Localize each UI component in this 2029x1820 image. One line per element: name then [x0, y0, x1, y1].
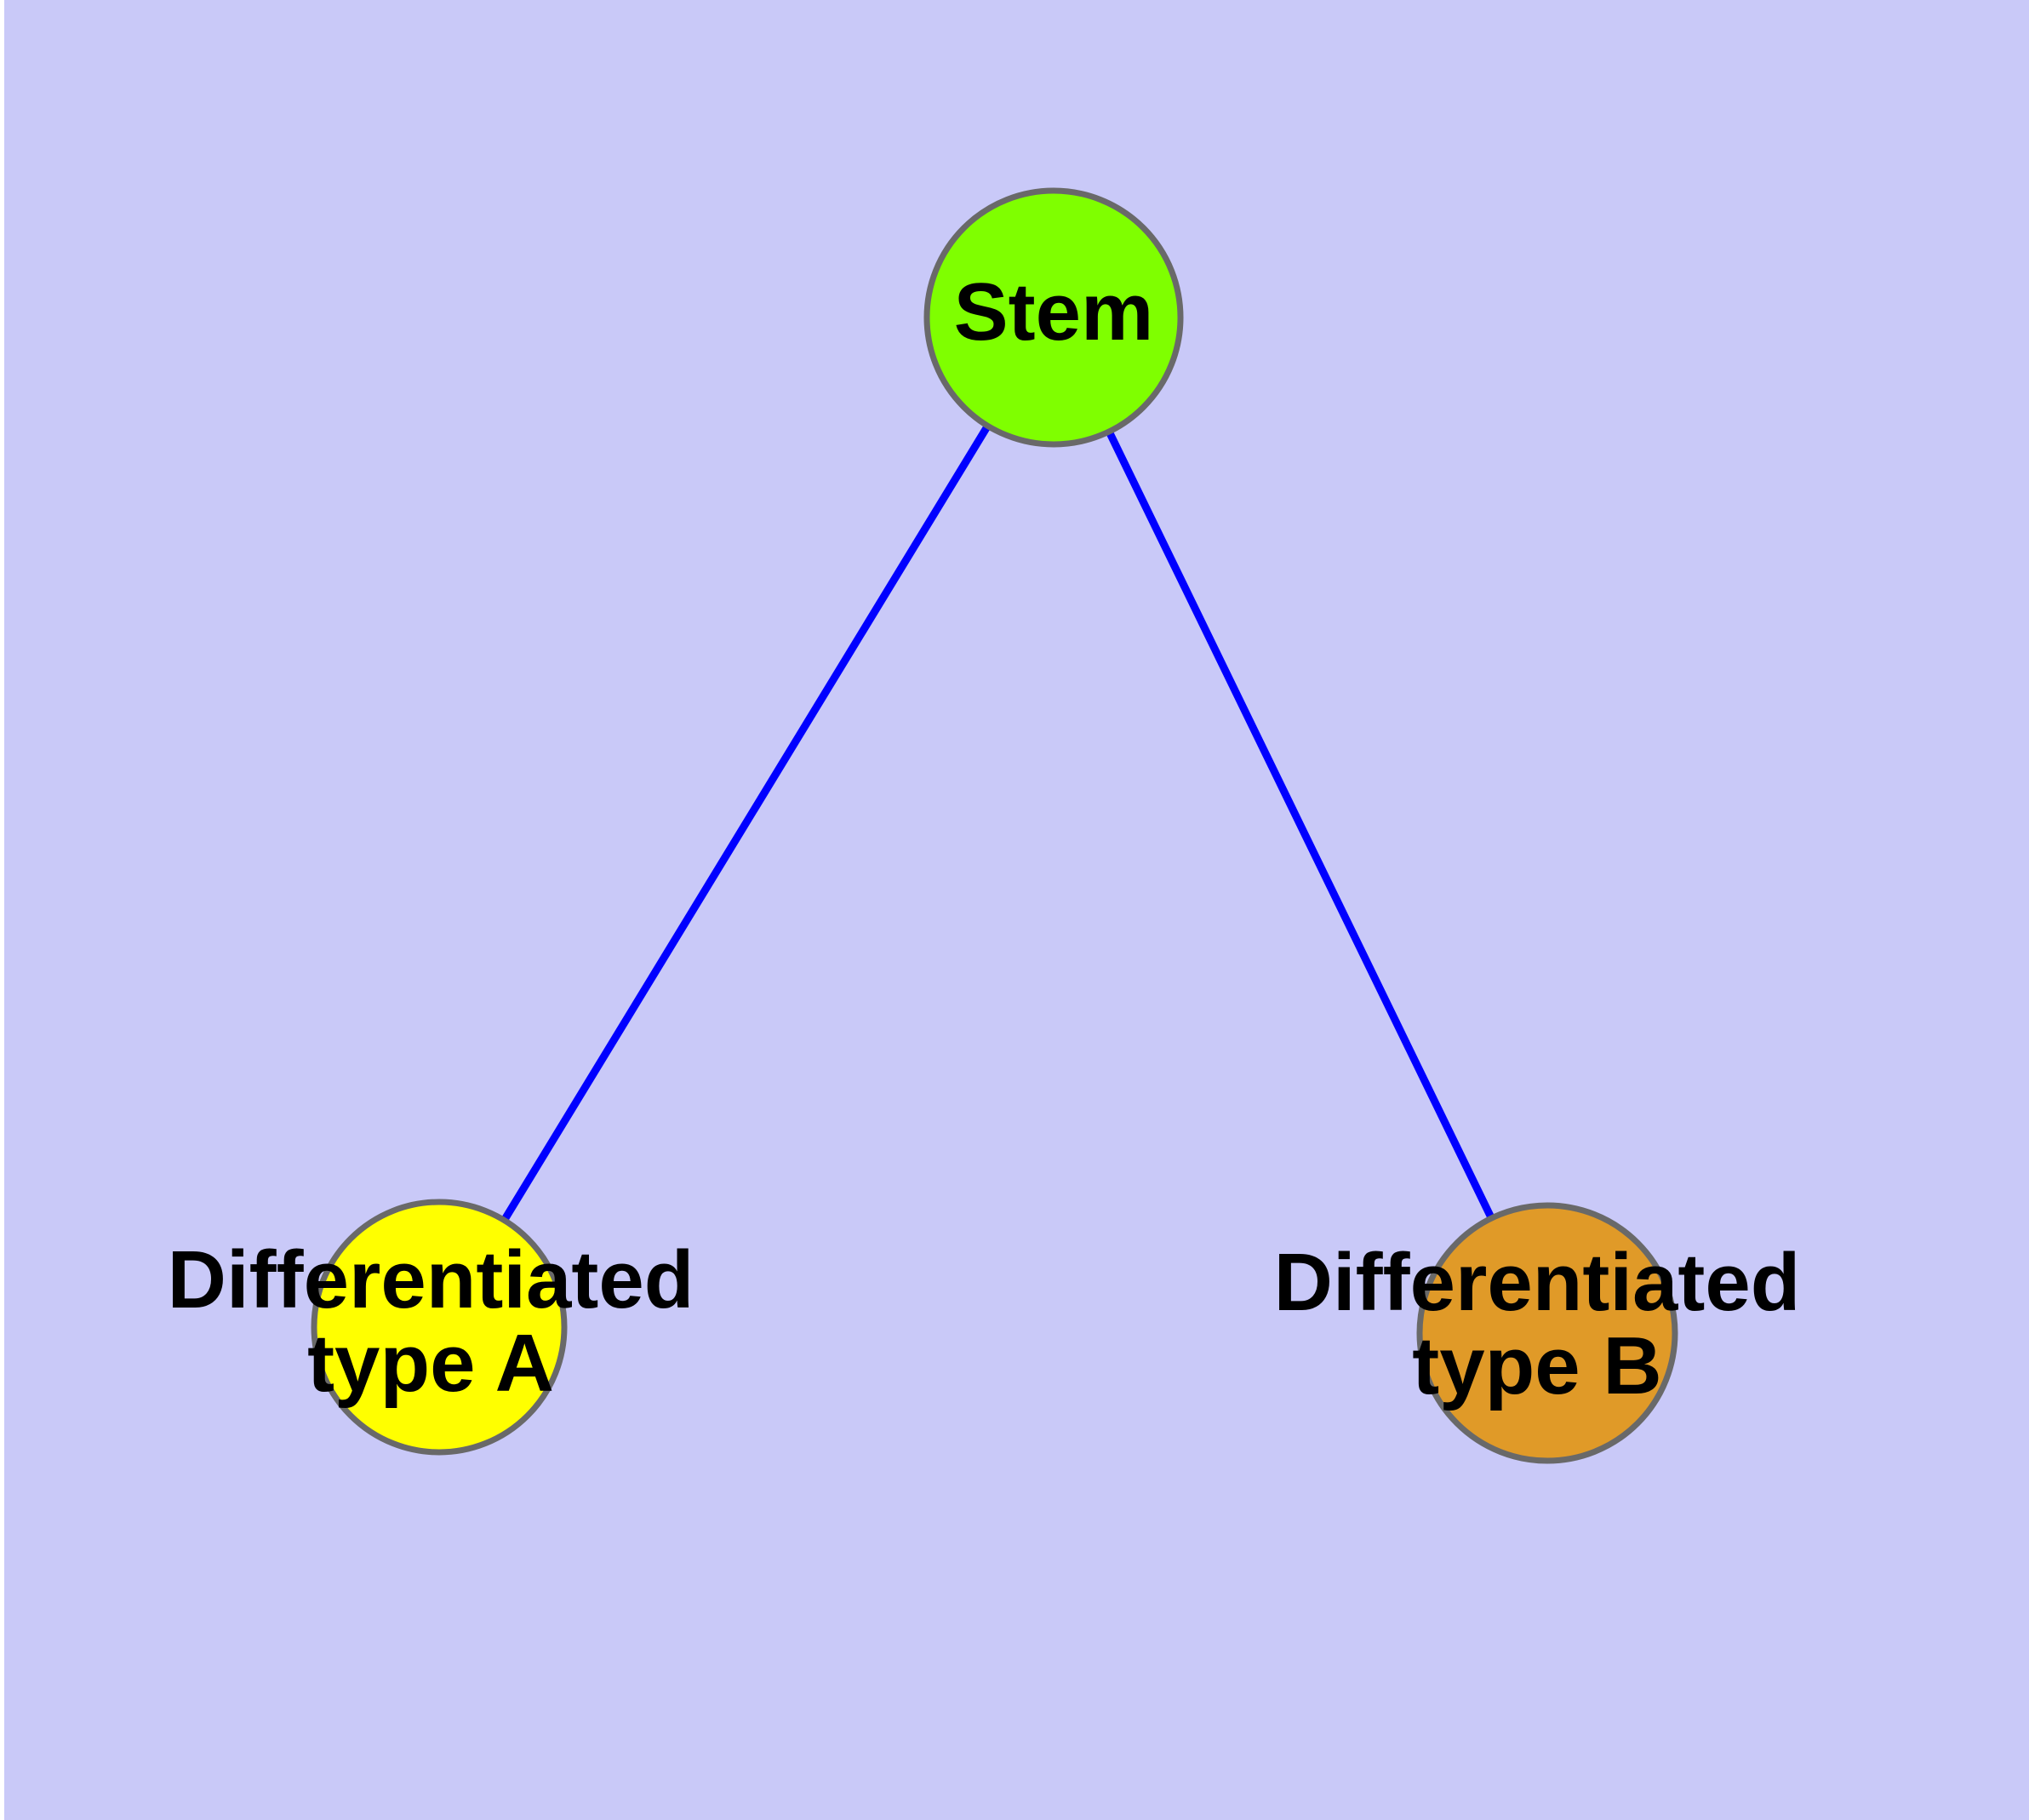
- edge-stem-to-differentiated-type-b[interactable]: [1049, 316, 1552, 1335]
- node-differentiated-type-b[interactable]: [1416, 1202, 1678, 1464]
- node-layer: [311, 187, 1678, 1464]
- edge-stem-to-differentiated-type-a[interactable]: [436, 315, 1057, 1330]
- node-differentiated-type-a[interactable]: [311, 1199, 568, 1456]
- node-stem[interactable]: [923, 187, 1184, 448]
- edge-layer: [436, 315, 1552, 1335]
